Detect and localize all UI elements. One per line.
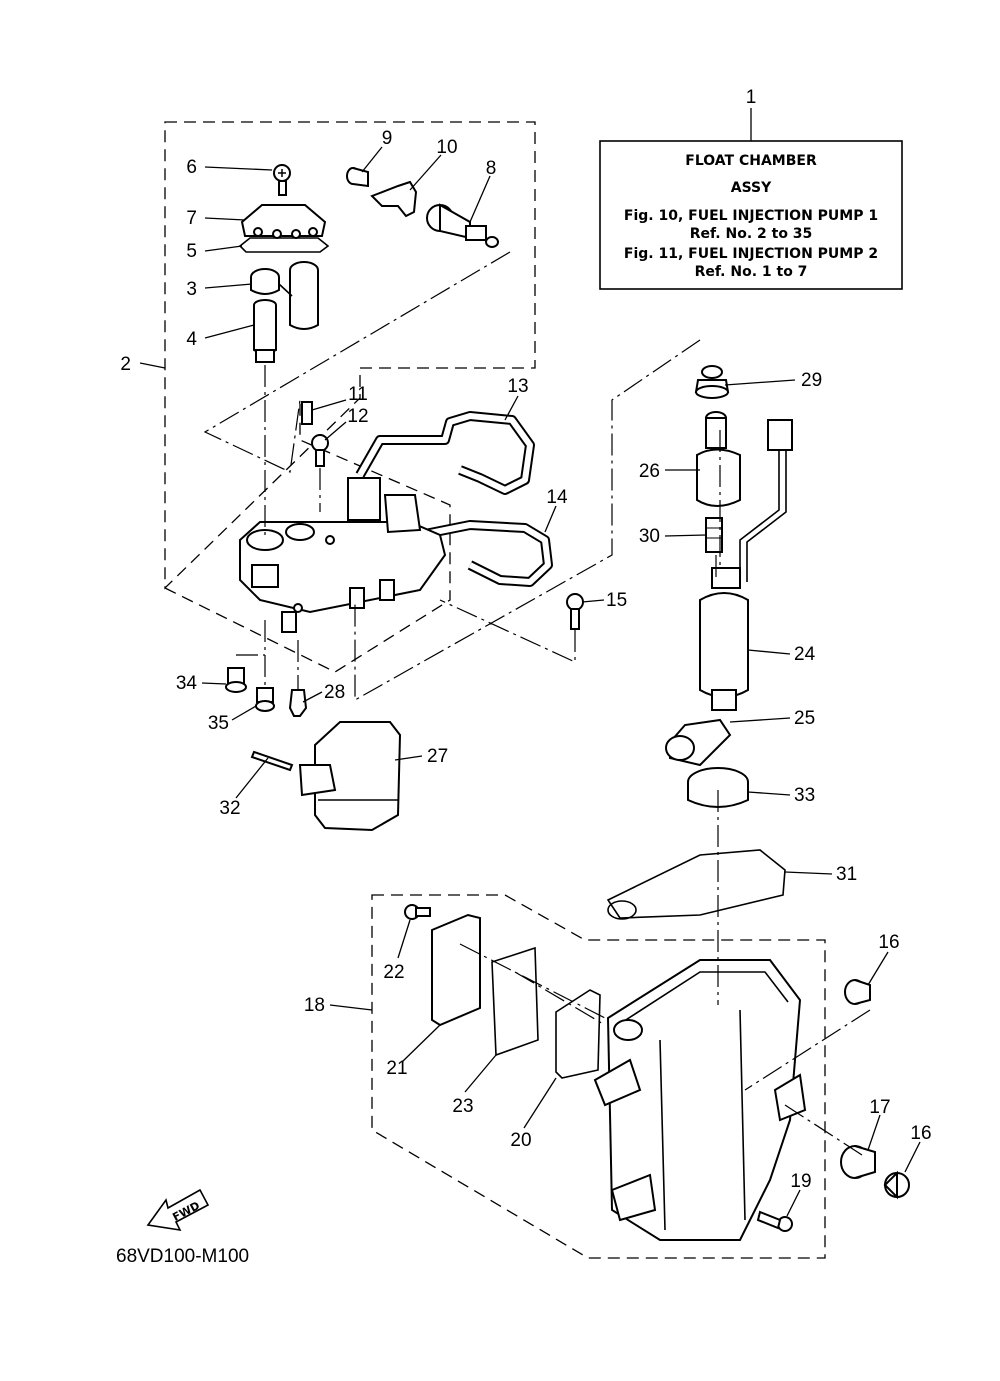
callout-2: 2 — [120, 354, 131, 375]
info-box-fig11-refs: Ref. No. 1 to 7 — [695, 264, 808, 280]
callout-7: 7 — [186, 208, 197, 229]
callout-20: 20 — [510, 1130, 531, 1151]
part-20-gasket — [555, 989, 601, 1079]
callout-23: 23 — [452, 1096, 473, 1117]
part-10-bracket — [370, 180, 418, 218]
info-box-subtitle: ASSY — [731, 180, 772, 196]
part-16-plug-top — [844, 979, 871, 1005]
part-19-screw — [756, 1210, 793, 1232]
callout-labels: 6 7 5 3 4 2 9 10 8 11 12 13 14 15 34 35 … — [120, 128, 931, 1192]
part-3-holder — [250, 261, 319, 330]
callout-24: 24 — [794, 644, 816, 665]
callout-4: 4 — [186, 329, 197, 350]
part-31-gasket — [606, 849, 786, 919]
callout-13: 13 — [507, 376, 528, 397]
part-32-pin — [250, 750, 294, 772]
callout-27: 27 — [427, 746, 448, 767]
part-26-filter — [696, 411, 741, 507]
callout-31: 31 — [836, 864, 857, 885]
part-16-plug-bottom — [883, 1170, 910, 1200]
part-8-valve — [426, 203, 499, 248]
callout-16-bottom: 16 — [910, 1123, 931, 1144]
part-24-pump — [699, 567, 749, 711]
callout-9: 9 — [382, 128, 393, 149]
part-25-strainer — [665, 718, 732, 767]
part-2-pump-body — [239, 477, 447, 633]
part-15-screw — [566, 593, 584, 630]
part-21-plate — [431, 913, 481, 1027]
part-11-pin — [301, 401, 313, 425]
callout-25: 25 — [794, 708, 815, 729]
fwd-arrow-icon: FWD — [146, 1188, 210, 1232]
callout-15: 15 — [606, 590, 627, 611]
callout-3: 3 — [186, 279, 197, 300]
callout-5: 5 — [186, 241, 197, 262]
callout-35: 35 — [208, 713, 229, 734]
leader-lines — [139, 146, 921, 1217]
callout-26: 26 — [639, 461, 660, 482]
callout-32: 32 — [219, 798, 240, 819]
callout-21: 21 — [386, 1058, 407, 1079]
callout-22: 22 — [383, 962, 404, 983]
part-13-hose — [355, 411, 535, 495]
alignment-lines — [203, 251, 871, 1156]
part-7-cover — [240, 204, 327, 239]
callout-33: 33 — [794, 785, 815, 806]
callout-12: 12 — [347, 406, 368, 427]
info-box-title: FLOAT CHAMBER — [685, 153, 817, 169]
callout-29: 29 — [801, 370, 822, 391]
callout-19: 19 — [790, 1171, 811, 1192]
callout-30: 30 — [639, 526, 660, 547]
part-24-harness — [739, 419, 793, 582]
assembly-2-lower-boundary — [164, 400, 451, 673]
info-box-fig10-refs: Ref. No. 2 to 35 — [690, 226, 813, 242]
part-12-screw — [311, 434, 329, 467]
part-22-screw — [404, 904, 431, 920]
callout-16-top: 16 — [878, 932, 899, 953]
info-box-fig10: Fig. 10, FUEL INJECTION PUMP 1 — [624, 208, 878, 224]
part-35-bolt — [255, 687, 275, 712]
part-28-nozzle — [288, 689, 308, 717]
drawing-code: 68VD100-M100 — [116, 1246, 249, 1267]
info-box-fig11: Fig. 11, FUEL INJECTION PUMP 2 — [624, 246, 878, 262]
callout-28: 28 — [324, 682, 345, 703]
info-box-ref: 1 — [746, 87, 757, 108]
part-5-gasket — [238, 237, 330, 253]
info-box: 1 FLOAT CHAMBER ASSY Fig. 10, FUEL INJEC… — [599, 87, 903, 290]
part-30-spring — [705, 517, 723, 553]
part-9-bolt — [346, 167, 369, 188]
callout-11: 11 — [348, 384, 368, 405]
part-29-grommet — [694, 365, 730, 399]
part-4-sleeve — [253, 299, 277, 363]
callout-18: 18 — [304, 995, 325, 1016]
callout-14: 14 — [546, 487, 568, 508]
part-27-case — [298, 721, 402, 832]
part-18-float-chamber — [593, 959, 807, 1241]
part-6-screw — [273, 164, 291, 196]
callout-34: 34 — [176, 673, 198, 694]
callout-8: 8 — [486, 158, 497, 179]
part-17-grommet — [840, 1145, 876, 1179]
part-23-sheet — [491, 946, 539, 1057]
part-34-bolt — [225, 667, 247, 693]
callout-10: 10 — [436, 137, 457, 158]
callout-17: 17 — [869, 1097, 890, 1118]
callout-6: 6 — [186, 157, 197, 178]
